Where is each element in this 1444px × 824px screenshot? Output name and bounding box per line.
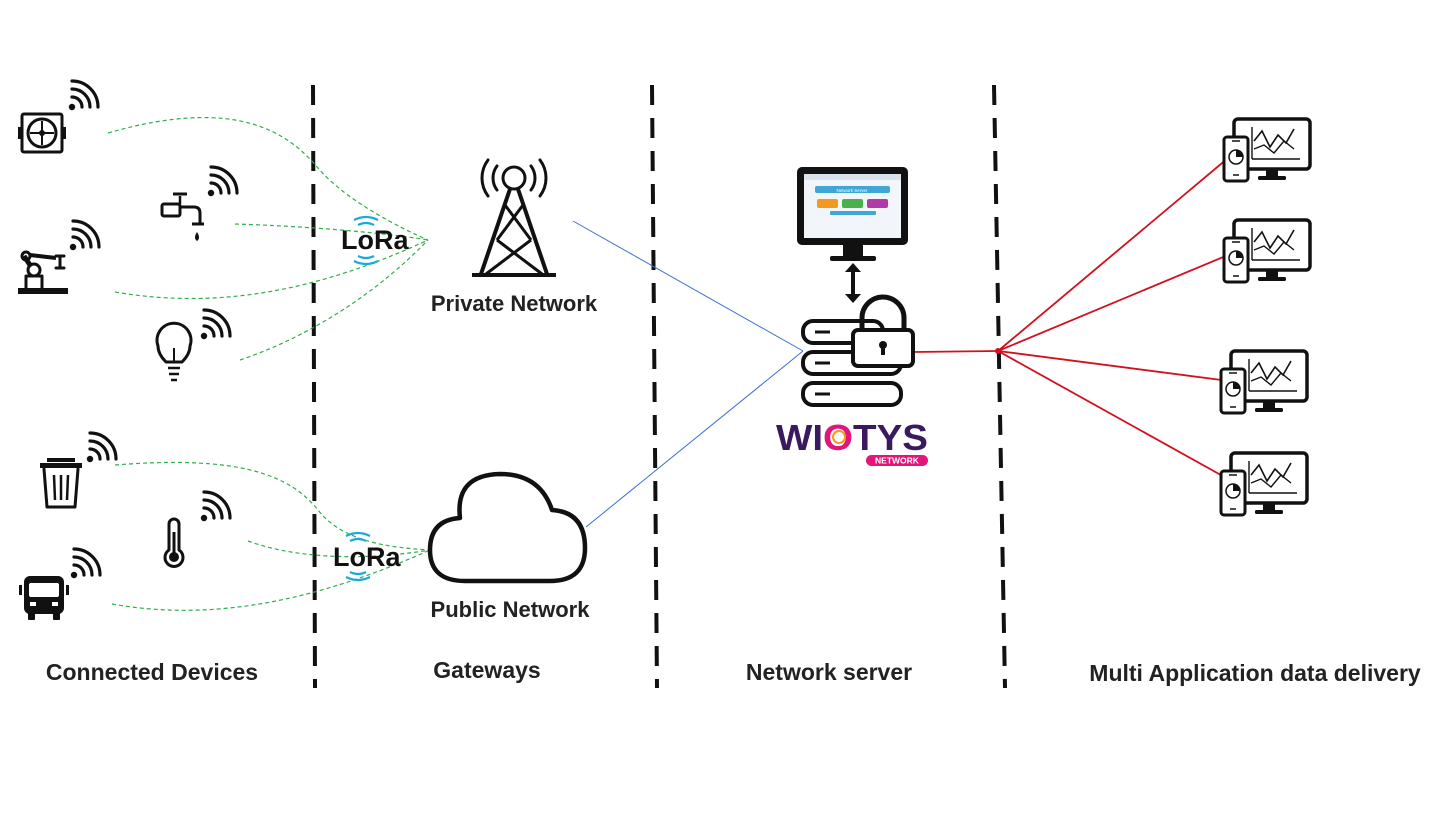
section-label-delivery: Multi Application data delivery [1089,660,1421,686]
app-links [912,147,1241,485]
device-links [107,117,431,611]
lora-label: LoRa [341,225,409,255]
server-lock-icon [801,294,915,407]
bus-icon [19,576,69,620]
private-network-label: Private Network [431,291,598,316]
desktop-phone-dashboard-icon [1219,349,1309,415]
divider-devices-gateways [311,84,317,689]
wifi-icon [199,308,232,341]
wifi-icon [69,547,102,580]
robot-arm-icon [18,250,68,294]
desktop-phone-dashboard-icon [1222,218,1312,284]
lora-badge-bottom: LoRa [333,531,401,582]
faucet-icon [160,192,204,241]
cloud-icon [427,471,588,584]
fan-icon [18,112,66,154]
monitor-icon: Network Server [797,167,908,261]
bidirectional-arrow-icon [845,263,861,303]
section-label-gateways: Gateways [433,657,540,683]
wifi-icon [206,165,239,198]
thermometer-icon [163,517,185,568]
divider-gateways-server [650,84,659,689]
wifi-icon [68,219,101,252]
light-bulb-icon [155,321,193,382]
divider-server-delivery [992,84,1007,689]
wifi-icon [85,431,118,464]
gateway-links [572,220,804,528]
trash-bin-icon [40,458,82,509]
wifi-icon [199,490,232,523]
wiotys-logo: WIOTYS NETWORK [776,417,928,466]
desktop-phone-dashboard-icon [1219,451,1309,517]
lora-label: LoRa [333,542,401,572]
lora-badge-top: LoRa [341,215,409,266]
section-label-devices: Connected Devices [46,659,258,685]
brand-sub: NETWORK [875,456,920,466]
section-label-server: Network server [746,659,912,685]
desktop-phone-dashboard-icon [1222,117,1312,183]
monitor-screen-title: Network Server [836,188,868,193]
wifi-icon [67,79,100,112]
brand-name: WIOTYS [776,417,928,458]
radio-tower-icon [472,158,556,277]
public-network-label: Public Network [431,597,591,622]
section-dividers [311,84,1007,689]
